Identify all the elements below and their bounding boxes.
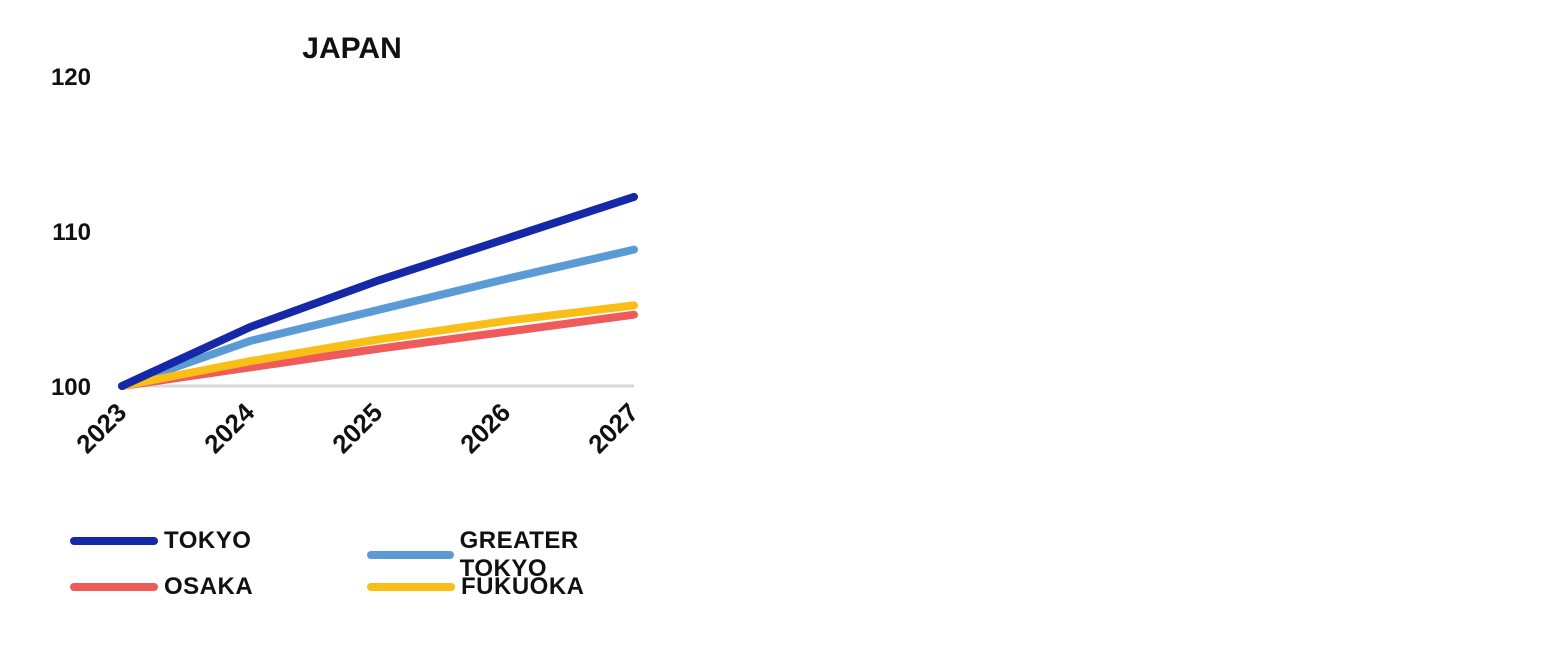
- series-line-greater-tokyo: [118, 245, 638, 390]
- series-line-fukuoka: [118, 301, 638, 390]
- legend-swatch-tokyo: [70, 537, 158, 545]
- legend-label-greater-tokyo: GREATER TOKYO: [459, 527, 579, 582]
- legend-item-greater-tokyo: GREATER TOKYO: [367, 527, 670, 583]
- legend-label-fukuoka: FUKUOKA: [461, 573, 585, 600]
- legend-item-fukuoka: FUKUOKA: [367, 573, 585, 601]
- x-tick-label: 2024: [198, 397, 260, 459]
- series-lines: [118, 192, 638, 390]
- y-tick-label: 110: [52, 219, 91, 246]
- legend-label-osaka: OSAKA: [164, 573, 254, 600]
- legend-item-tokyo: TOKYO: [70, 527, 251, 555]
- y-tick-label: 120: [51, 64, 91, 91]
- legend-item-osaka: OSAKA: [70, 573, 253, 601]
- y-tick-label: 100: [51, 374, 91, 401]
- x-axis: 2023 2024 2025 2026 2027: [70, 397, 644, 459]
- x-tick-label: 2027: [582, 397, 644, 459]
- legend-swatch-fukuoka: [367, 583, 455, 591]
- series-line-osaka: [118, 310, 638, 390]
- legend-swatch-greater-tokyo: [367, 551, 454, 559]
- legend: TOKYO GREATER TOKYO OSAKA FUKUOKA: [70, 520, 670, 620]
- x-tick-label: 2023: [70, 397, 132, 459]
- x-tick-label: 2025: [326, 397, 388, 459]
- chart-title: JAPAN: [302, 32, 401, 65]
- series-line-tokyo: [118, 192, 638, 390]
- y-axis: 100 110 120: [51, 64, 91, 401]
- legend-label-tokyo: TOKYO: [164, 527, 252, 554]
- x-tick-label: 2026: [454, 397, 516, 459]
- legend-swatch-osaka: [70, 583, 158, 591]
